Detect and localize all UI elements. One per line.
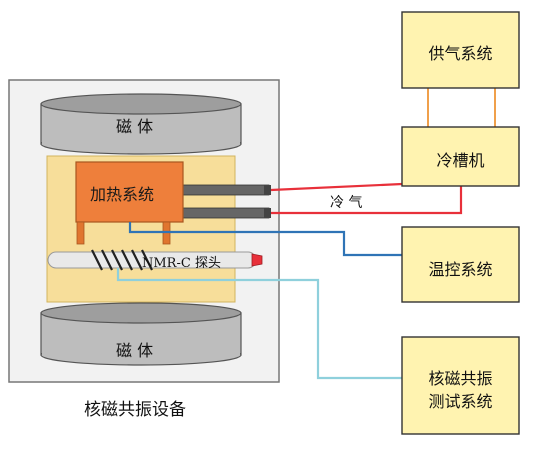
temp-control-line	[128, 222, 402, 257]
nmr-signal-line	[116, 268, 402, 380]
nmr-test-label-line1: 核磁共振	[428, 369, 493, 388]
nmr-test-box	[401, 336, 520, 435]
cold-trap-label: 冷槽机	[436, 151, 485, 170]
magnet-top-label: 磁 体	[116, 117, 154, 136]
cold-gas-label: 冷 气	[330, 195, 363, 211]
nmr-test-label-line2: 测试系统	[428, 392, 493, 411]
probe-assembly	[47, 249, 263, 271]
probe-label: NMR-C 探头	[142, 256, 221, 271]
temp-control-box	[401, 226, 520, 303]
gas-supply-box	[401, 11, 520, 89]
cold-gas-line-top	[270, 182, 403, 192]
cold-gas-line-bottom	[271, 186, 463, 215]
cold-trap-box	[401, 126, 520, 187]
magnet-bottom-label: 磁 体	[116, 341, 154, 360]
magnet-top	[40, 93, 242, 155]
temp-control-label: 温控系统	[428, 260, 493, 279]
gas-supply-label: 供气系统	[428, 44, 493, 63]
device-caption: 核磁共振设备	[84, 400, 186, 420]
magnet-bottom	[40, 302, 242, 366]
heater-label: 加热系统	[90, 185, 155, 204]
